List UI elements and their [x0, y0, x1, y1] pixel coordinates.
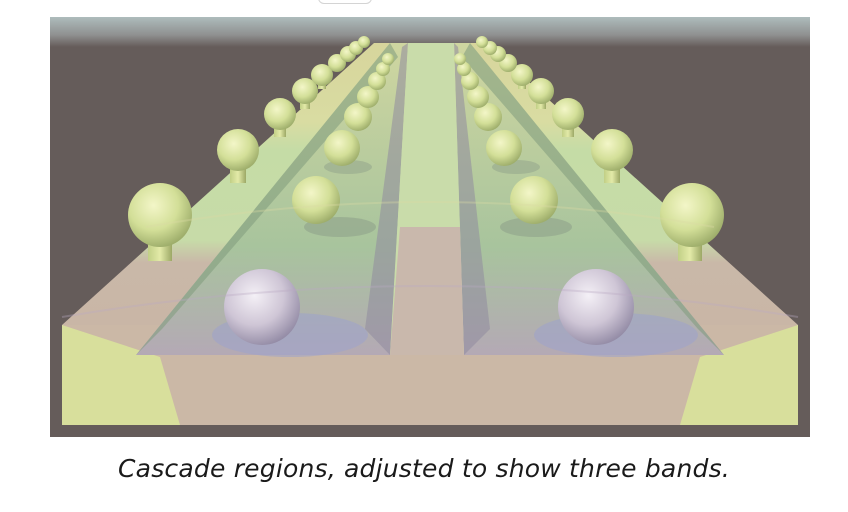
- cascade-boundary-far: [145, 201, 715, 228]
- mushroom-row-right: [476, 36, 724, 261]
- sphere-trench-left-2: [324, 130, 360, 166]
- sphere-trench-left-6: [376, 62, 390, 76]
- sphere-trench-left-4: [357, 86, 379, 108]
- sphere-trench-left-3: [344, 103, 372, 131]
- sphere-trench-right-1: [510, 176, 558, 224]
- sphere-trench-right-4: [467, 86, 489, 108]
- sphere-trench-right-6: [457, 62, 471, 76]
- sphere-trench-right-7: [454, 53, 466, 65]
- cascade-figure: [50, 17, 810, 437]
- sphere-trench-right-5: [461, 72, 479, 90]
- top-tab: [318, 0, 372, 4]
- right-trench-wall: [462, 43, 724, 355]
- shadow-mid-right: [500, 217, 572, 237]
- sphere-trench-right-3: [474, 103, 502, 131]
- sphere-near-left: [224, 269, 300, 345]
- cascade-boundary-near: [61, 285, 799, 318]
- sphere-near-right: [558, 269, 634, 345]
- mushroom-row-left: [128, 36, 370, 261]
- scene-render: [50, 17, 810, 425]
- figure-caption: Cascade regions, adjusted to show three …: [118, 454, 730, 483]
- right-trench-inner-wall: [454, 43, 490, 355]
- center-ridge-near: [390, 227, 464, 355]
- sphere-trench-right-2: [486, 130, 522, 166]
- sphere-trench-left-7: [382, 53, 394, 65]
- left-trench-wall: [136, 43, 398, 355]
- left-trench-inner-wall: [365, 43, 408, 355]
- left-side-wedge: [62, 325, 180, 425]
- sphere-trench-left-5: [368, 72, 386, 90]
- right-side-wedge: [680, 325, 798, 425]
- sphere-trench-left-1: [292, 176, 340, 224]
- sky-band: [50, 17, 810, 47]
